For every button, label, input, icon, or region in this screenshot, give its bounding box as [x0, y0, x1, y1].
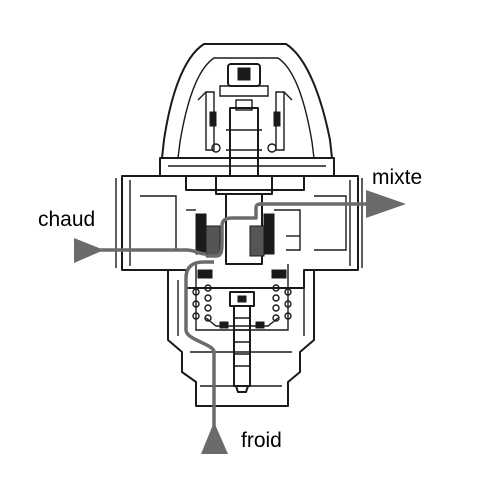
- spring-left: [192, 284, 212, 322]
- cold-water-flow: [184, 260, 216, 430]
- valve-lower-body: [167, 270, 315, 407]
- valve-cap: [161, 43, 333, 159]
- valve-body: [115, 43, 363, 407]
- hot-water-flow: [100, 248, 207, 256]
- upper-mechanism: [197, 63, 293, 265]
- mixed-water-label: mixte: [372, 166, 422, 189]
- spring-assembly: [192, 264, 292, 331]
- cold-water-label: froid: [241, 429, 282, 452]
- thermal-sensor: [229, 291, 255, 393]
- valve-main-body: [121, 175, 359, 289]
- cold-inlet-arrow: [201, 422, 228, 454]
- hot-water-label: chaud: [38, 208, 95, 231]
- mixed-water-flow: [206, 202, 368, 258]
- valve-cap-inner: [177, 57, 315, 159]
- mixed-outlet-arrow: [366, 190, 406, 218]
- hot-inlet-arrow: [74, 238, 104, 263]
- flow-paths: [74, 190, 406, 454]
- spring-right: [272, 284, 292, 322]
